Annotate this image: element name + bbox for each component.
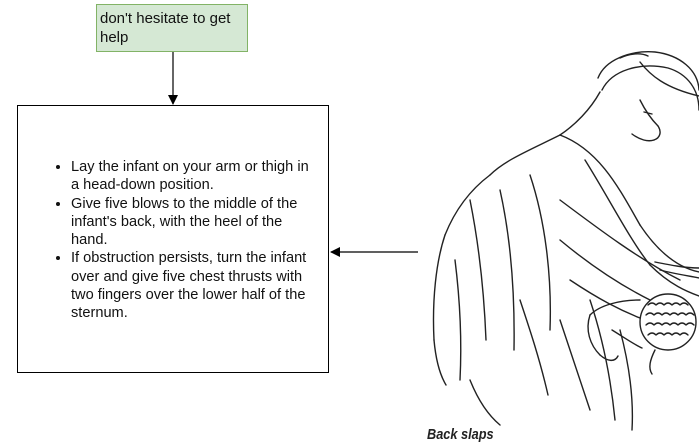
illustration-caption: Back slaps [427,426,494,443]
back-slaps-illustration [433,52,699,430]
